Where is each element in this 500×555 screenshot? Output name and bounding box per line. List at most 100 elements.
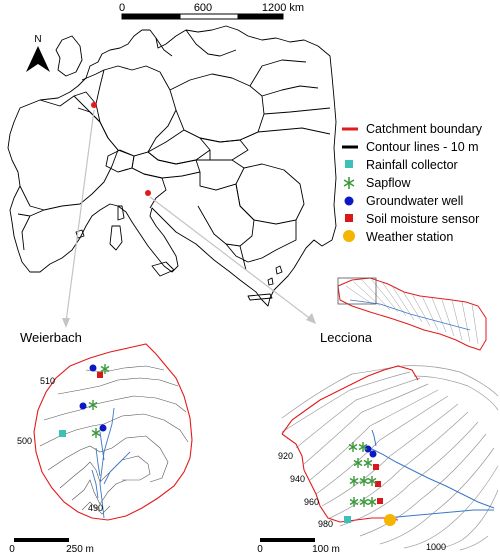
border-balkans: [197, 183, 297, 271]
scalebar-tick-1200: 1200 km: [262, 2, 304, 14]
soil-moisture-sensor-icon: [373, 464, 379, 470]
leader-line-lecciona: [149, 196, 313, 321]
svg-text:Contour lines - 10 m: Contour lines - 10 m: [366, 140, 479, 154]
weierbach-contour-label: 500: [17, 436, 32, 446]
weierbach-contour-label: 510: [40, 376, 55, 386]
soil-moisture-sensor-icon: [375, 481, 381, 487]
lecciona-contour-label: 960: [304, 497, 319, 507]
border-poland: [169, 73, 265, 143]
legend-item-catchment-boundary: Catchment boundary: [342, 122, 483, 136]
border-spain: [17, 209, 45, 251]
border-scandinavia: [155, 29, 237, 57]
leader-lines: [62, 109, 316, 328]
scalebar-top: 0 600 1200 km: [119, 2, 304, 20]
weierbach-scalebar-tick: 0: [9, 544, 15, 555]
coast-corsica: [117, 205, 125, 221]
lecciona-contour-label: 920: [278, 451, 293, 461]
border-slovakia: [199, 137, 249, 161]
site-marker-weierbach: [91, 102, 97, 108]
weather-station-icon: [384, 514, 396, 526]
groundwater-well-icon: [99, 424, 107, 432]
sapflow-icon: [100, 364, 110, 374]
weierbach-scalebar: [14, 538, 69, 542]
lecciona-overview-stream: [349, 299, 471, 331]
north-arrow-right: [38, 46, 50, 72]
soil-moisture-sensor-icon: [377, 498, 383, 504]
lecciona-scalebar: [260, 538, 315, 542]
lecciona-title: Lecciona: [320, 330, 373, 345]
weierbach-contour-labels: 510 500 490: [17, 376, 103, 513]
lecciona-scalebar-tick: 100 m: [312, 544, 340, 555]
lecciona-contour-label: 980: [318, 519, 333, 529]
coast-britain: [55, 35, 83, 77]
sapflow-icon: [359, 497, 369, 507]
site-marker-lecciona: [145, 190, 151, 196]
lecciona-contour-label: 1000: [426, 542, 446, 552]
border-baltics: [249, 59, 331, 115]
lecciona-contour-label: 940: [290, 474, 305, 484]
scalebar-segment: [237, 13, 284, 20]
sapflow-icon: [91, 428, 101, 438]
svg-text:Sapflow: Sapflow: [366, 176, 411, 190]
coast-crete: [247, 293, 273, 301]
border-benelux: [73, 69, 105, 123]
legend-item-groundwater-well: Groundwater well: [344, 194, 463, 208]
sapflow-icon: [359, 476, 369, 486]
groundwater-well-icon: [369, 450, 377, 458]
sapflow-icon: [348, 442, 358, 452]
leader-line-weierbach: [65, 109, 95, 323]
soil-moisture-sensor-icon: [97, 372, 103, 378]
legend-item-contour-lines: Contour lines - 10 m: [342, 140, 479, 154]
leader-arrow-weierbach: [62, 318, 70, 328]
svg-text:Catchment boundary: Catchment boundary: [366, 122, 483, 136]
sapflow-icon: [353, 458, 363, 468]
svg-text:Groundwater well: Groundwater well: [366, 194, 463, 208]
svg-text:Weather station: Weather station: [366, 230, 453, 244]
lecciona-overview-boundary: [337, 277, 487, 351]
weierbach-panel: Weierbach 510 500 490: [9, 330, 193, 555]
legend: Catchment boundary Contour lines - 10 m …: [342, 122, 483, 244]
weierbach-title: Weierbach: [20, 330, 82, 345]
groundwater-well-icon: [89, 364, 97, 372]
lecciona-streams: [369, 429, 495, 519]
groundwater-well-icon: [79, 402, 87, 410]
weierbach-scalebar-tick: 250 m: [66, 544, 94, 555]
border-italy: [117, 167, 167, 209]
rainfall-collector-icon: [59, 430, 66, 437]
rainfall-collector-icon: [344, 516, 351, 523]
groundwater-well-icon: [364, 445, 372, 453]
border-france: [19, 95, 119, 211]
lecciona-boundary: [281, 365, 419, 523]
scalebar-segment: [121, 13, 181, 20]
lecciona-panel: Lecciona 920 940: [257, 330, 499, 555]
legend-item-rainfall-collector: Rainfall collector: [345, 158, 458, 172]
weierbach-contour-label: 490: [88, 503, 103, 513]
sapflow-icon: [349, 497, 359, 507]
scalebar-tick-600: 600: [194, 2, 212, 14]
weierbach-boundary: [33, 343, 193, 521]
sapflow-icon: [367, 497, 377, 507]
coast-sardinia: [109, 225, 123, 251]
coast-aegean-islands: [267, 265, 283, 286]
legend-item-weather-station: Weather station: [343, 230, 453, 244]
north-arrow-icon: N: [26, 34, 50, 72]
coast-sicily: [151, 261, 175, 277]
north-arrow-left: [26, 46, 38, 72]
legend-item-soil-moisture-sensor: Soil moisture sensor: [345, 212, 479, 226]
sapflow-icon: [367, 476, 377, 486]
sapflow-icon: [349, 476, 359, 486]
lecciona-sapflow-group: [348, 442, 377, 507]
border-germany: [95, 65, 177, 157]
sapflow-icon: [363, 458, 373, 468]
lecciona-scalebar-tick: 0: [257, 544, 263, 555]
sapflow-icon: [88, 400, 98, 410]
lecciona-overview-extent-box: [337, 277, 377, 305]
scalebar-tick-0: 0: [119, 2, 125, 14]
border-austria: [131, 151, 201, 179]
border-hungary: [196, 159, 245, 191]
weierbach-streams: [91, 407, 131, 519]
europe-map: [7, 25, 337, 307]
north-label: N: [34, 34, 41, 45]
legend-item-sapflow: Sapflow: [343, 176, 411, 190]
